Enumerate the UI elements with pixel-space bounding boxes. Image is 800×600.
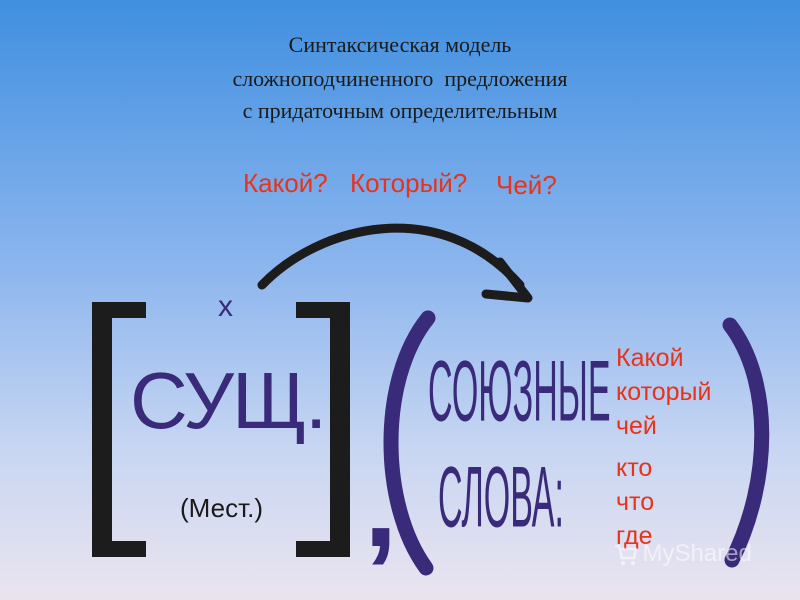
title-line-1: Синтаксическая модель xyxy=(288,32,512,57)
word-kto: кто xyxy=(616,454,653,482)
conjunctive-words-line-2: СЛОВА: xyxy=(438,449,564,546)
conjunctive-words-line-1: СОЮЗНЫЕ xyxy=(428,343,611,440)
question-kakoy: Какой? xyxy=(243,168,328,198)
conjunctive-words-line-2-wrap: СЛОВА: xyxy=(438,448,638,546)
watermark: MyShared xyxy=(612,540,752,568)
word-kotoryy: который xyxy=(616,378,712,406)
word-chto: что xyxy=(616,488,655,516)
noun-label: СУЩ. xyxy=(130,356,327,445)
clause-marker-x: х xyxy=(218,290,233,323)
word-chey: чей xyxy=(616,412,657,440)
conjunctive-words-line-1-wrap: СОЮЗНЫЕ xyxy=(428,342,718,440)
watermark-text: MyShared xyxy=(642,540,752,567)
title-line-2: сложноподчиненного предложения xyxy=(232,66,568,91)
word-gde: где xyxy=(616,522,653,550)
question-kotoryy: Который? xyxy=(350,168,468,198)
word-kakoy: Какой xyxy=(616,344,684,372)
pronoun-label: (Мест.) xyxy=(180,493,263,523)
cart-icon xyxy=(615,544,638,566)
question-chey: Чей? xyxy=(496,170,557,200)
title-line-3: с придаточным определительным xyxy=(242,98,558,123)
